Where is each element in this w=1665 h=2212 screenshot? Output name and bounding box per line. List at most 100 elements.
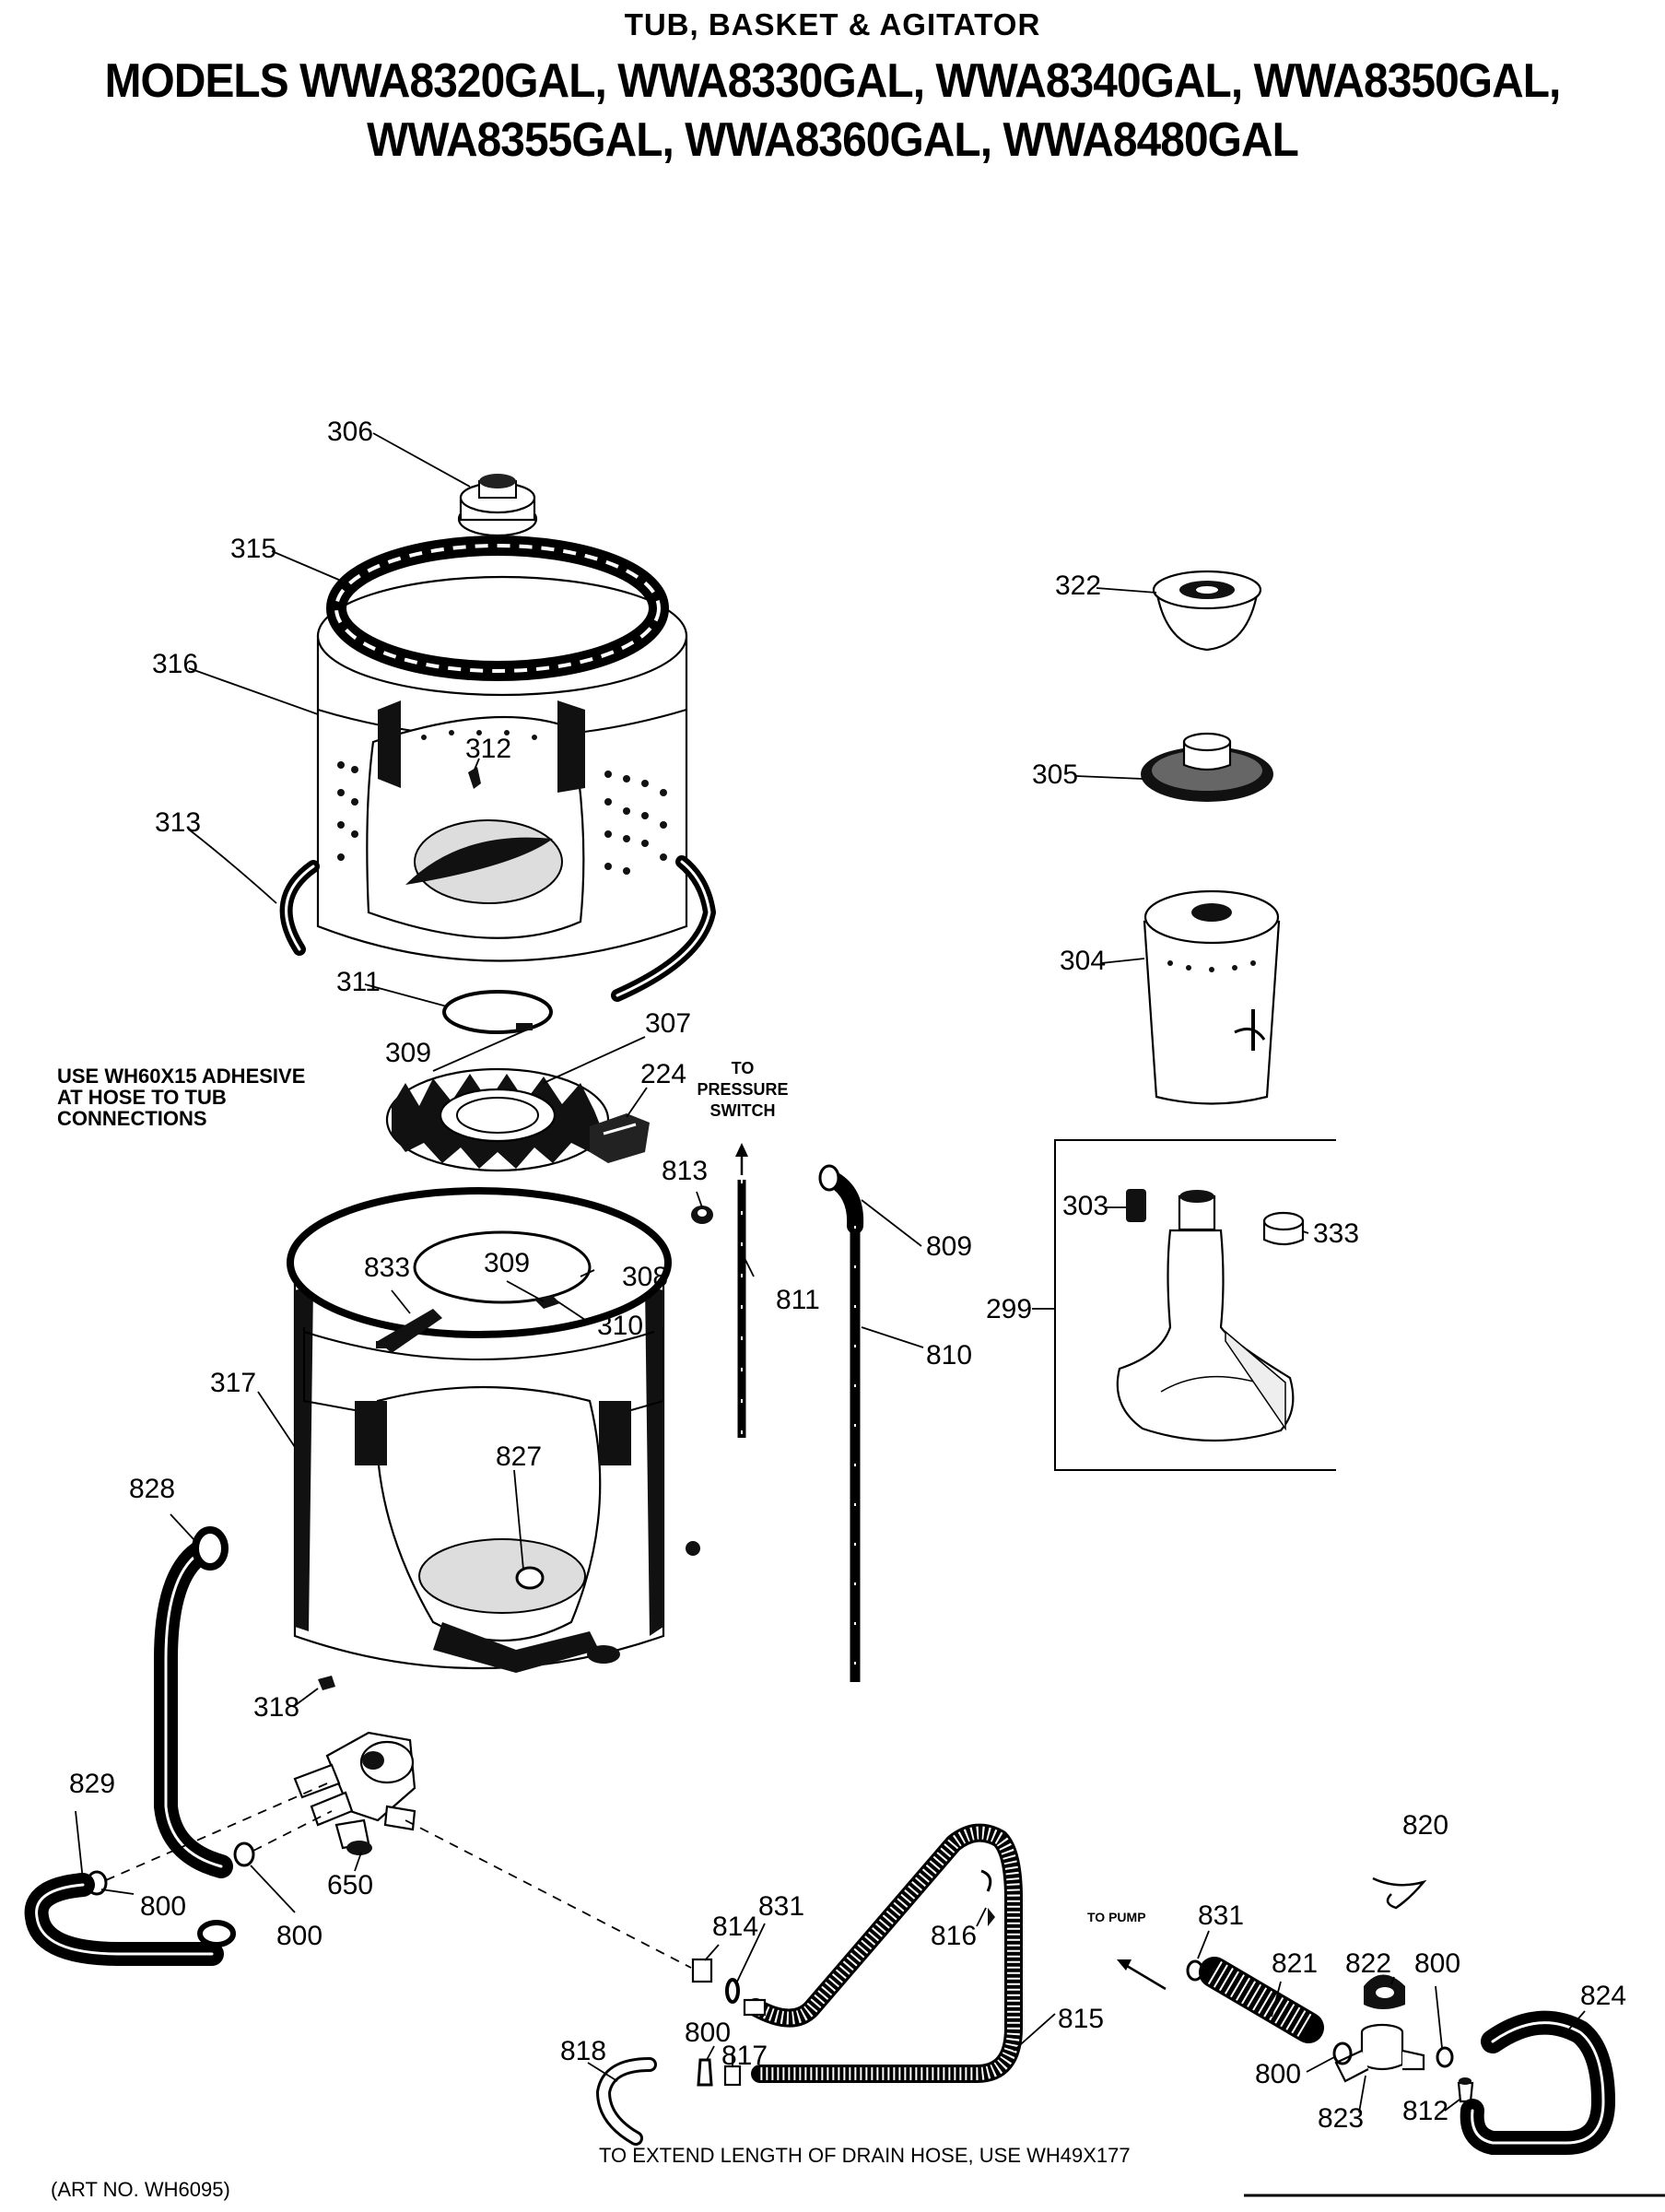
part-333-cap: [1262, 1211, 1305, 1246]
part-311-clamp: [442, 990, 553, 1034]
label-817: 817: [721, 2041, 768, 2071]
label-816: 816: [931, 1921, 977, 1951]
part-828-hose: [154, 1526, 233, 1878]
label-824: 824: [1580, 1981, 1626, 2011]
part-823-tee: [1334, 2023, 1425, 2083]
label-224: 224: [640, 1059, 686, 1089]
label-833: 833: [364, 1253, 410, 1283]
label-299: 299: [986, 1294, 1032, 1324]
part-315-balance-ring: [326, 535, 669, 681]
label-815: 815: [1058, 2004, 1104, 2034]
arrow-up-icon: [735, 1143, 748, 1175]
art-number: (ART NO. WH6095): [51, 2178, 230, 2201]
label-800-d: 800: [1414, 1948, 1460, 1979]
part-307-seal: [385, 1067, 610, 1172]
models-line-2: WWA8355GAL, WWA8360GAL, WWA8480GAL: [367, 113, 1299, 167]
part-816-clip: [980, 1869, 995, 1926]
to-pump-note: TO PUMP: [1087, 1910, 1146, 1924]
label-303: 303: [1062, 1191, 1108, 1221]
label-800-b: 800: [276, 1921, 322, 1951]
label-823: 823: [1318, 2103, 1364, 2134]
label-831-a: 831: [758, 1891, 804, 1922]
part-800-clamp-e: [1332, 2041, 1353, 2065]
label-822: 822: [1345, 1948, 1391, 1979]
label-308: 308: [622, 1262, 668, 1292]
part-306-nut: [457, 474, 538, 537]
part-814-connector: [691, 1958, 713, 1983]
adhesive-note-line-1: USE WH60X15 ADHESIVE: [57, 1065, 305, 1088]
label-812: 812: [1402, 2096, 1448, 2126]
part-821-hose: [1199, 1957, 1324, 2043]
label-829: 829: [69, 1769, 115, 1799]
adhesive-note-line-2: AT HOSE TO TUB: [57, 1086, 227, 1109]
label-333: 333: [1313, 1218, 1359, 1249]
leader-lines: [75, 432, 1586, 2113]
part-831-clamp-a: [725, 1978, 740, 2004]
drain-hose-note: TO EXTEND LENGTH OF DRAIN HOSE, USE WH49…: [599, 2144, 1131, 2167]
part-312-screw: [468, 767, 481, 789]
part-824-hose: [1460, 2010, 1615, 2155]
pressure-switch-line-3: SWITCH: [710, 1101, 776, 1120]
label-316: 316: [152, 649, 198, 679]
adhesive-note: USE WH60X15 ADHESIVE AT HOSE TO TUB CONN…: [57, 1065, 305, 1130]
part-809-elbow: [818, 1164, 864, 1234]
part-313-hose: [279, 855, 716, 1002]
label-813: 813: [662, 1156, 708, 1186]
label-800-c: 800: [685, 2018, 731, 2048]
label-800-a: 800: [140, 1891, 186, 1922]
label-309-lower: 309: [484, 1248, 530, 1278]
label-828: 828: [129, 1474, 175, 1504]
label-810: 810: [926, 1340, 972, 1371]
label-312: 312: [465, 734, 511, 764]
label-309-upper: 309: [385, 1038, 431, 1068]
pressure-switch-line-2: PRESSURE: [697, 1080, 788, 1099]
part-303-cap: [1126, 1189, 1146, 1222]
label-650: 650: [327, 1870, 373, 1900]
adhesive-note-line-3: CONNECTIONS: [57, 1107, 207, 1130]
pressure-switch-note: TO PRESSURE SWITCH: [697, 1059, 788, 1120]
label-315: 315: [230, 534, 276, 564]
label-322: 322: [1055, 571, 1101, 601]
part-800-clamp-d: [1436, 2046, 1454, 2068]
label-311: 311: [336, 967, 381, 997]
part-labels: 306 315 316 312 313 311 309 307 224 813 …: [69, 417, 1626, 2134]
label-313: 313: [155, 807, 201, 838]
label-310: 310: [597, 1311, 643, 1341]
part-224-bracket: [590, 1113, 650, 1163]
diagram-title: TUB, BASKET & AGITATOR: [624, 7, 1041, 41]
label-305: 305: [1032, 759, 1078, 790]
label-827: 827: [496, 1441, 542, 1472]
label-800-e: 800: [1255, 2059, 1301, 2089]
part-650-pump: [293, 1731, 416, 1855]
label-304: 304: [1060, 946, 1106, 976]
part-812-fitting: [1457, 2077, 1474, 2103]
part-800-clamp-a: [86, 1870, 108, 1896]
label-318: 318: [253, 1692, 299, 1723]
part-317-outer-tub: [287, 1187, 700, 1673]
part-813-grommet: [691, 1206, 713, 1224]
part-800-clamp-c: [697, 2058, 713, 2087]
part-299-agitator-assembly-box: [1054, 1139, 1336, 1471]
label-306: 306: [327, 417, 373, 447]
part-818-hose-section: [596, 2057, 657, 2146]
part-822-cap: [1364, 1974, 1405, 2009]
part-299-agitator: [1116, 1190, 1295, 1442]
pressure-switch-line-1: TO: [732, 1059, 755, 1077]
arrow-left-icon: [1117, 1959, 1167, 1991]
label-831-b: 831: [1198, 1900, 1244, 1931]
part-820-clip: [1372, 1877, 1427, 1910]
label-820: 820: [1402, 1810, 1448, 1841]
label-307: 307: [645, 1008, 691, 1039]
label-317: 317: [210, 1368, 256, 1398]
part-305-filter-cap: [1141, 732, 1273, 802]
part-833-bracket: [376, 1309, 442, 1353]
label-811: 811: [776, 1285, 820, 1315]
part-829-hose: [24, 1873, 236, 1966]
part-322-cap: [1152, 570, 1262, 652]
part-304-agitator-upper: [1143, 889, 1281, 1105]
part-815-drain-hose: [743, 1823, 1023, 2083]
label-814: 814: [712, 1912, 758, 1942]
label-821: 821: [1272, 1948, 1318, 1979]
label-809: 809: [926, 1231, 972, 1262]
